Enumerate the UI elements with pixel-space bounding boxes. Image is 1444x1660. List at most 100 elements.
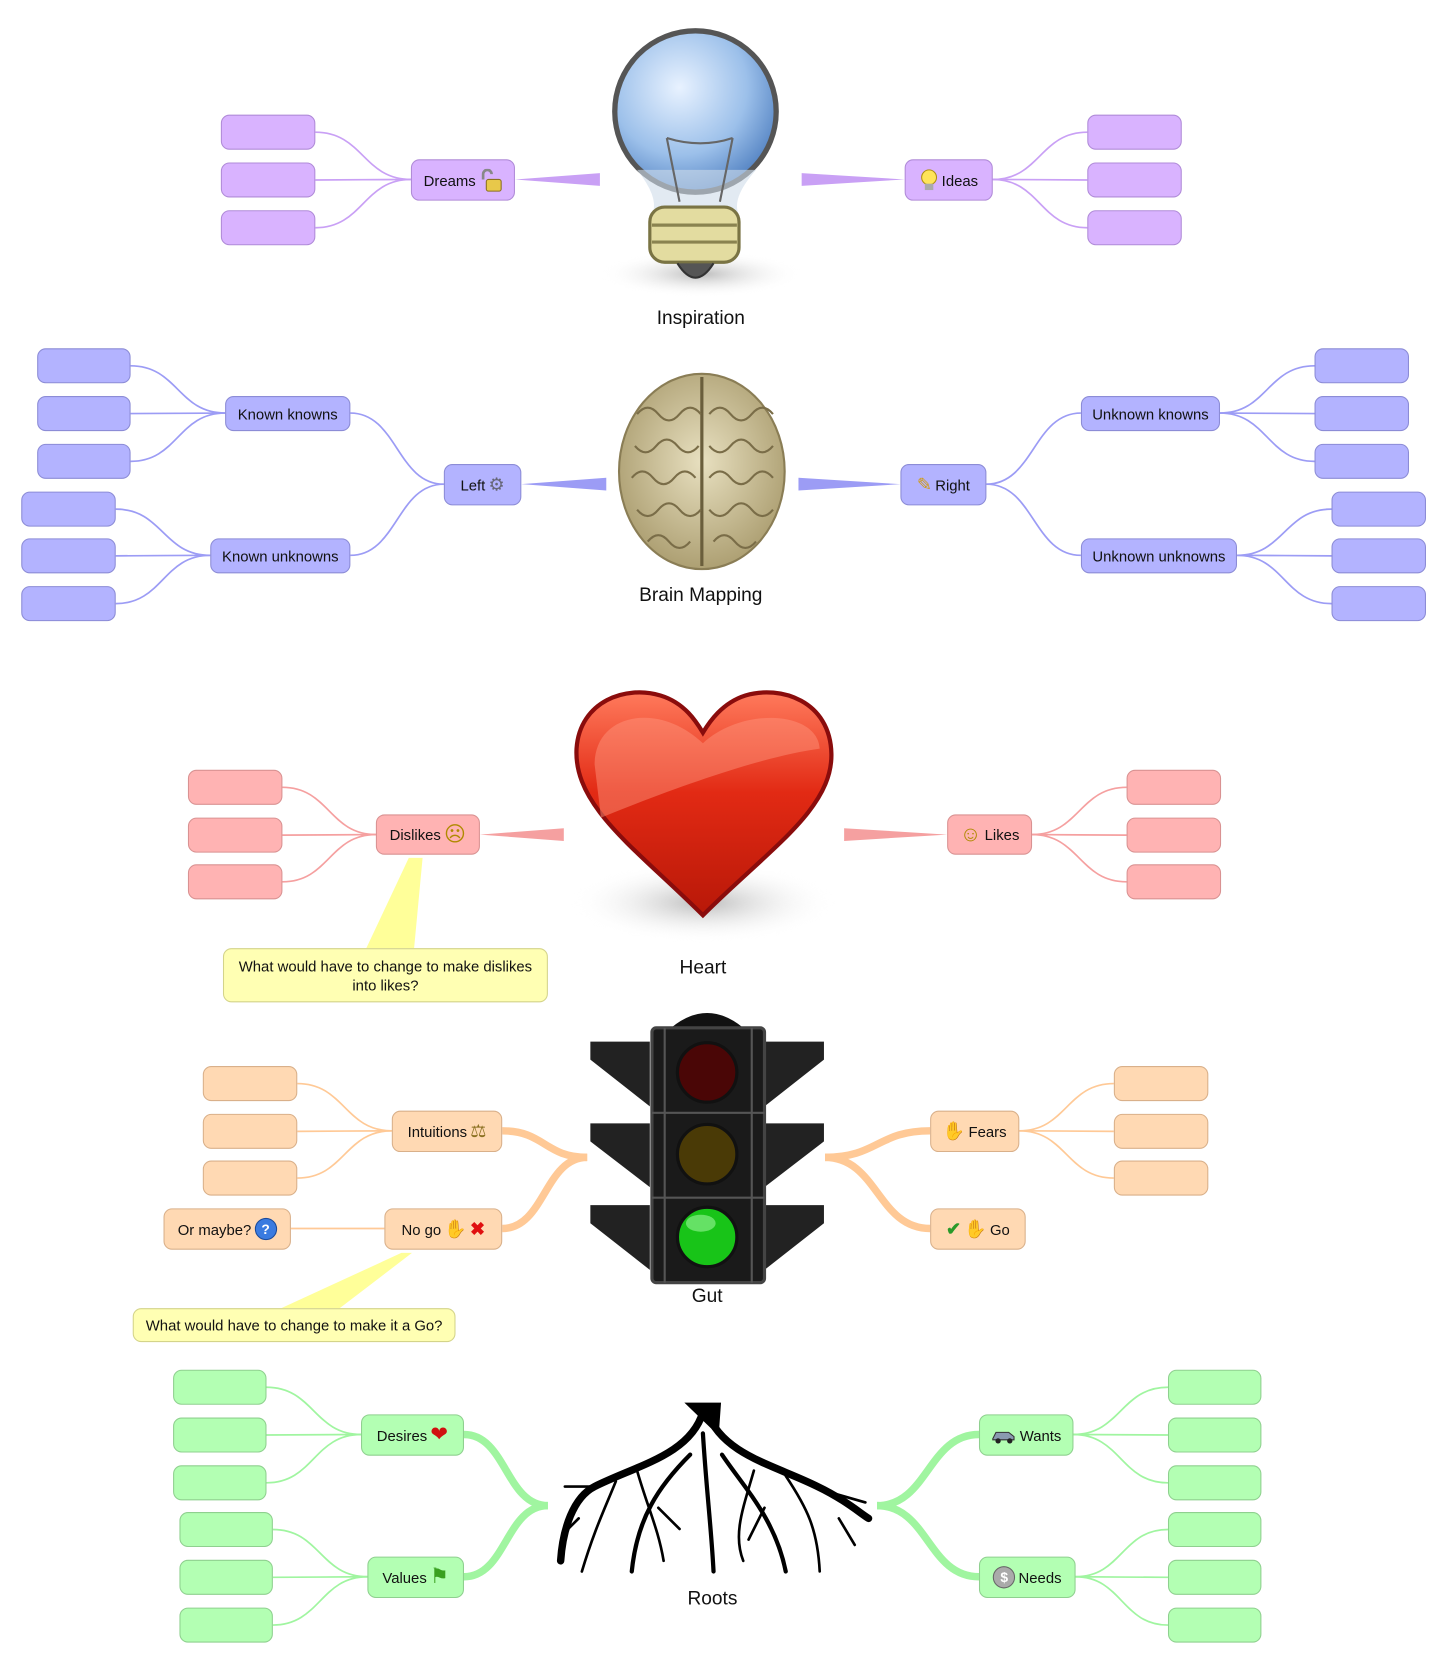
empty-subtopic-node[interactable] xyxy=(1126,864,1222,900)
empty-subtopic-node[interactable] xyxy=(21,586,116,622)
empty-subtopic-node[interactable] xyxy=(1167,1607,1262,1643)
node-likes[interactable]: ☺ Likes xyxy=(947,814,1033,855)
callout-no-go[interactable]: What would have to change to make it a G… xyxy=(132,1308,456,1343)
node-left[interactable]: Left ⚙ xyxy=(443,464,522,506)
empty-subtopic-node[interactable] xyxy=(220,162,316,198)
lightbulb-image xyxy=(599,28,802,298)
node-desires[interactable]: Desires ❤ xyxy=(361,1414,465,1456)
empty-subtopic-node[interactable] xyxy=(179,1559,273,1595)
central-topic-inspiration[interactable]: Inspiration xyxy=(656,306,745,329)
empty-subtopic-node[interactable] xyxy=(1167,1465,1262,1501)
connector-line xyxy=(130,364,226,414)
node-fears[interactable]: ✋ Fears xyxy=(930,1110,1020,1153)
node-label: Dislikes xyxy=(389,826,441,844)
empty-subtopic-node[interactable] xyxy=(1113,1160,1209,1196)
node-label: Right xyxy=(935,476,970,494)
empty-subtopic-node[interactable] xyxy=(1087,162,1182,198)
node-known-unknowns[interactable]: Known unknowns xyxy=(210,538,351,574)
empty-subtopic-node[interactable] xyxy=(37,396,131,432)
empty-subtopic-node[interactable] xyxy=(1167,1369,1262,1405)
connector-line xyxy=(272,1528,368,1578)
connector-line xyxy=(986,483,1081,557)
empty-subtopic-node[interactable] xyxy=(1314,443,1410,479)
connector-line xyxy=(1019,1129,1114,1179)
callout-pointer xyxy=(366,857,423,949)
node-ideas[interactable]: Ideas xyxy=(904,159,993,201)
node-unknown-knowns[interactable]: Unknown knowns xyxy=(1080,396,1221,432)
connector-line xyxy=(350,412,444,486)
connector-line xyxy=(1220,412,1315,415)
empty-subtopic-node[interactable] xyxy=(179,1607,273,1643)
connector-line xyxy=(876,1430,980,1510)
empty-subtopic-node[interactable] xyxy=(1331,586,1426,622)
node-intuitions[interactable]: Intuitions ⚖ xyxy=(391,1110,503,1153)
empty-subtopic-node[interactable] xyxy=(1331,538,1426,574)
node-wants[interactable]: Wants xyxy=(978,1414,1074,1456)
empty-subtopic-node[interactable] xyxy=(1167,1512,1262,1548)
empty-subtopic-node[interactable] xyxy=(1167,1559,1262,1595)
empty-subtopic-node[interactable] xyxy=(1126,817,1222,853)
node-dislikes[interactable]: Dislikes ☹ xyxy=(375,814,480,855)
empty-subtopic-node[interactable] xyxy=(1113,1066,1209,1102)
node-unknown-unknowns[interactable]: Unknown unknowns xyxy=(1080,538,1237,574)
connector-line xyxy=(1019,1129,1114,1133)
connector-line xyxy=(1073,1433,1168,1484)
heart-icon: ❤ xyxy=(430,1422,449,1447)
central-topic-brain-mapping[interactable]: Brain Mapping xyxy=(639,583,763,606)
node-or-maybe[interactable]: Or maybe? ? xyxy=(163,1208,291,1250)
empty-subtopic-node[interactable] xyxy=(202,1113,298,1149)
car-icon xyxy=(992,1431,1015,1443)
node-values[interactable]: Values ⚑ xyxy=(367,1556,465,1599)
empty-subtopic-node[interactable] xyxy=(21,538,116,574)
node-needs[interactable]: $ Needs xyxy=(978,1556,1076,1599)
empty-subtopic-node[interactable] xyxy=(220,210,316,246)
empty-subtopic-node[interactable] xyxy=(1126,769,1222,805)
callout-dislikes[interactable]: What would have to change to make dislik… xyxy=(222,948,548,1003)
empty-subtopic-node[interactable] xyxy=(1087,114,1182,150)
empty-subtopic-node[interactable] xyxy=(187,864,283,900)
empty-subtopic-node[interactable] xyxy=(37,348,131,384)
connector-line xyxy=(130,412,226,415)
empty-subtopic-node[interactable] xyxy=(1331,491,1426,527)
connector-line xyxy=(1073,1386,1168,1436)
empty-subtopic-node[interactable] xyxy=(220,114,316,150)
empty-subtopic-node[interactable] xyxy=(173,1465,267,1501)
empty-subtopic-node[interactable] xyxy=(1314,396,1410,432)
connector-line xyxy=(115,554,211,557)
empty-subtopic-node[interactable] xyxy=(1087,210,1182,246)
empty-subtopic-node[interactable] xyxy=(173,1417,267,1453)
central-topic-heart[interactable]: Heart xyxy=(679,956,727,978)
empty-subtopic-node[interactable] xyxy=(1314,348,1410,384)
empty-subtopic-node[interactable] xyxy=(187,817,283,853)
connector-line xyxy=(266,1433,362,1436)
empty-subtopic-node[interactable] xyxy=(179,1512,273,1548)
thumbs-up-icon: ✋ xyxy=(964,1218,987,1240)
connector-line xyxy=(272,1575,368,1579)
central-topic-gut[interactable]: Gut xyxy=(691,1284,723,1307)
empty-subtopic-node[interactable] xyxy=(202,1160,298,1196)
connector-line xyxy=(1236,554,1332,605)
node-dreams[interactable]: Dreams xyxy=(410,159,515,201)
raised-hand-icon: ✋ xyxy=(942,1121,966,1142)
node-known-knowns[interactable]: Known knowns xyxy=(225,396,351,432)
central-topic-roots[interactable]: Roots xyxy=(687,1587,738,1609)
connector-line xyxy=(350,483,444,557)
empty-subtopic-node[interactable] xyxy=(37,443,131,479)
node-label: Or maybe? xyxy=(177,1220,252,1238)
empty-subtopic-node[interactable] xyxy=(1167,1417,1262,1453)
node-go[interactable]: ✔ ✋ Go xyxy=(930,1208,1026,1250)
connector-line xyxy=(1220,412,1315,463)
checkmark-icon: ✔ xyxy=(945,1218,962,1240)
empty-subtopic-node[interactable] xyxy=(21,491,116,527)
node-right[interactable]: ✎ Right xyxy=(900,464,987,506)
red-x-icon: ✖ xyxy=(469,1218,486,1240)
pencil-icon: ✎ xyxy=(916,474,933,495)
empty-subtopic-node[interactable] xyxy=(1113,1113,1209,1149)
empty-subtopic-node[interactable] xyxy=(202,1066,298,1102)
empty-subtopic-node[interactable] xyxy=(187,769,283,805)
heart-image xyxy=(570,690,836,943)
empty-subtopic-node[interactable] xyxy=(173,1369,267,1405)
connector-line xyxy=(315,178,411,229)
connector-line xyxy=(1236,508,1332,557)
node-no-go[interactable]: No go ✋ ✖ xyxy=(384,1208,503,1250)
